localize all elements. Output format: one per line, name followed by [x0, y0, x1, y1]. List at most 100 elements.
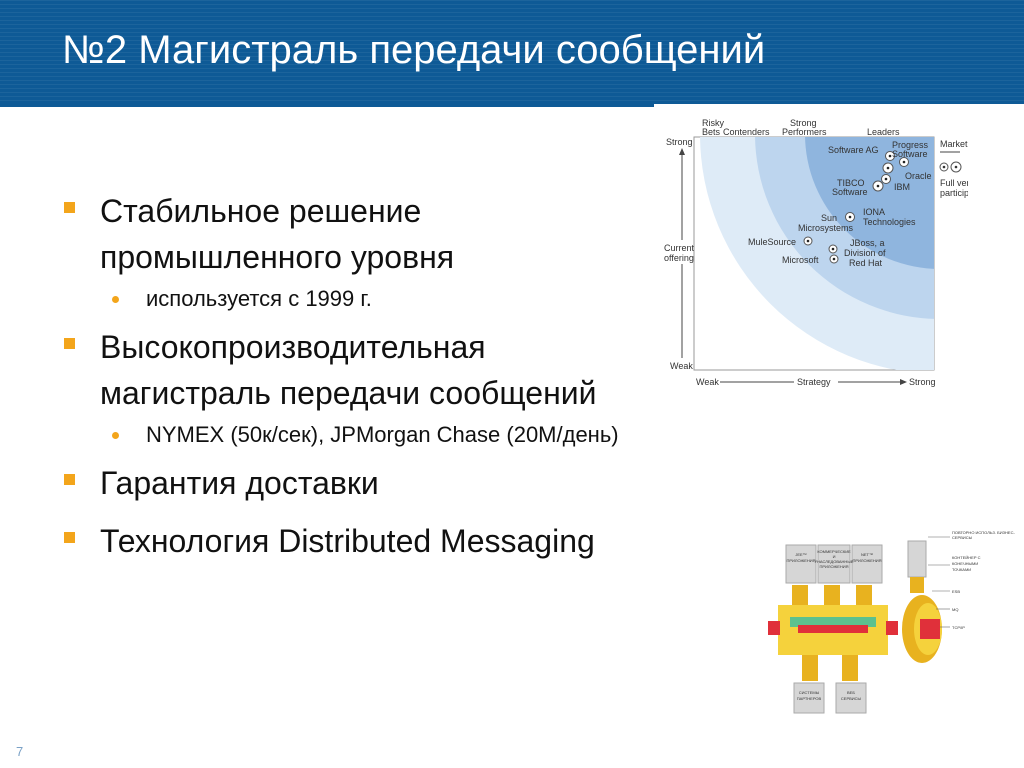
app-box-jee [785, 544, 817, 584]
box-label: СЕРВИСЫ [841, 696, 862, 701]
label-strong: Strong [790, 118, 817, 128]
side-disk-core [920, 619, 940, 639]
bus-end-left [768, 621, 780, 635]
partner-systems-box [793, 682, 825, 714]
bullet-text: Технология Distributed Messaging [100, 523, 595, 559]
bullet-list: Стабильное решение промышленного уровня … [62, 188, 762, 564]
bullet-text: Стабильное решение [100, 193, 422, 229]
bullet-marker-icon [64, 474, 75, 485]
label-contenders: Contenders [723, 127, 770, 137]
sub-bullet-text: используется с 1999 г. [146, 286, 372, 311]
vendor-tibco: TIBCO [837, 178, 865, 188]
box-label: ПРИЛОЖЕНИЯ [819, 564, 848, 569]
box-label: СИСТЕМЫ [799, 690, 820, 695]
bullet-marker-icon [64, 202, 75, 213]
layer-label: ТОЧКАМИ [952, 567, 971, 572]
y-axis-strong: Strong [666, 137, 693, 147]
bullet-marker-icon [64, 338, 75, 349]
legend-title: Market presence [940, 139, 968, 149]
bullet-item: Технология Distributed Messaging [62, 518, 762, 564]
legend-full-vendor: Full vendor [940, 178, 968, 188]
vendor-microsoft: Microsoft [782, 255, 819, 265]
vendor-progress-software: Software [892, 149, 928, 159]
page-number: 7 [16, 744, 24, 759]
box-label: ПРИЛОЖЕНИЯ [852, 558, 881, 563]
layer-label: ПОВТОРНО ИСПОЛЬЗ. БИЗНЕС- [952, 530, 1015, 535]
app-box-legacy [817, 544, 851, 584]
connector-block [856, 585, 872, 607]
bullet-text: промышленного уровня [100, 239, 455, 275]
legend-participation: participation [940, 188, 968, 198]
bullet-text: магистраль передачи сообщений [100, 375, 597, 411]
vendor-oracle: Oracle [905, 171, 932, 181]
bullet-item: Стабильное решение промышленного уровня [62, 188, 762, 280]
web-services-box [835, 682, 867, 714]
bus-green-layer [790, 617, 876, 627]
label-risky: Risky [702, 118, 724, 128]
vendor-markers [803, 151, 909, 264]
box-label: ПАРТНЕРОВ [797, 696, 822, 701]
vendor-mulesource: MuleSource [748, 237, 796, 247]
box-label: NET™ [861, 552, 873, 557]
sub-bullet-dot-icon [112, 296, 119, 303]
label-bets: Bets [702, 127, 721, 137]
box-label: УНАСЛЕДОВАННЫЕ [814, 559, 853, 564]
header-underline [0, 104, 654, 107]
vendor-quadrant-diagram: Risky Bets Contenders Strong Performers … [664, 118, 968, 387]
connector-block [792, 585, 808, 607]
y-axis-weak: Weak [670, 361, 693, 371]
layer-label: ESB [952, 589, 960, 594]
vendor-progress: Progress [892, 140, 929, 150]
connector-leg [842, 655, 858, 681]
layer-label: MQ [952, 607, 958, 612]
box-label: И [833, 554, 836, 559]
x-axis-strong: Strong [909, 377, 936, 387]
x-axis-weak: Weak [696, 377, 719, 387]
vendor-ibm: IBM [894, 182, 910, 192]
layer-label: СЕРВИСЫ [952, 535, 973, 540]
side-connector [910, 577, 924, 593]
x-axis-strategy: Strategy [797, 377, 831, 387]
sub-bullet-text: NYMEX (50к/сек), JPMorgan Chase (20М/ден… [146, 422, 619, 447]
bullet-text: Гарантия доставки [100, 465, 379, 501]
layer-label: КОНТЕЙНЕР С [952, 555, 981, 560]
integration-architecture-diagram: JEE™ ПРИЛОЖЕНИЯ КОММЕРЧЕСКИЕ И УНАСЛЕДОВ… [768, 530, 1015, 714]
bullet-item: Высокопроизводительная магистраль переда… [62, 324, 762, 416]
connector-leg [802, 655, 818, 681]
bullet-marker-icon [64, 532, 75, 543]
vendor-sun-microsystems: Microsystems [798, 223, 854, 233]
y-axis-offering: offering [664, 253, 694, 263]
box-label: КОММЕРЧЕСКИЕ [817, 549, 851, 554]
box-label: ВЕБ [847, 690, 855, 695]
title-bar: №2 Магистраль передачи сообщений [0, 0, 1024, 104]
connector-block [824, 585, 840, 607]
vendor-iona: IONA [863, 207, 885, 217]
sub-bullet-dot-icon [112, 432, 119, 439]
bus-end-right [886, 621, 898, 635]
vendor-tibco-software: Software [832, 187, 868, 197]
quadrant-ring-inner [805, 137, 934, 269]
vendor-jboss-division: Division of [844, 248, 886, 258]
vendor-iona-tech: Technologies [863, 217, 916, 227]
layer-label: КОНЕЧНЫМИ [952, 561, 978, 566]
label-leaders: Leaders [867, 127, 900, 137]
sub-bullet-item: NYMEX (50к/сек), JPMorgan Chase (20М/ден… [62, 420, 762, 450]
y-axis-current: Current [664, 243, 695, 253]
box-label: ПРИЛОЖЕНИЯ [786, 558, 815, 563]
bullet-item: Гарантия доставки [62, 460, 762, 506]
app-box-net [851, 544, 883, 584]
bus-red-layer [798, 625, 868, 633]
label-performers: Performers [782, 127, 827, 137]
x-axis-arrow-icon [900, 379, 907, 385]
sub-bullet-item: используется с 1999 г. [62, 284, 762, 314]
bullet-text: Высокопроизводительная [100, 329, 486, 365]
box-label: JEE™ [795, 552, 806, 557]
y-axis-arrow-icon [679, 148, 685, 155]
slide-title: №2 Магистраль передачи сообщений [62, 28, 766, 72]
vendor-sun: Sun [821, 213, 837, 223]
vendor-jboss-redhat: Red Hat [849, 258, 883, 268]
layer-label: TCP/IP [952, 625, 965, 630]
leader-lines [928, 536, 950, 628]
vendor-software-ag: Software AG [828, 145, 879, 155]
side-service-box [907, 540, 927, 578]
